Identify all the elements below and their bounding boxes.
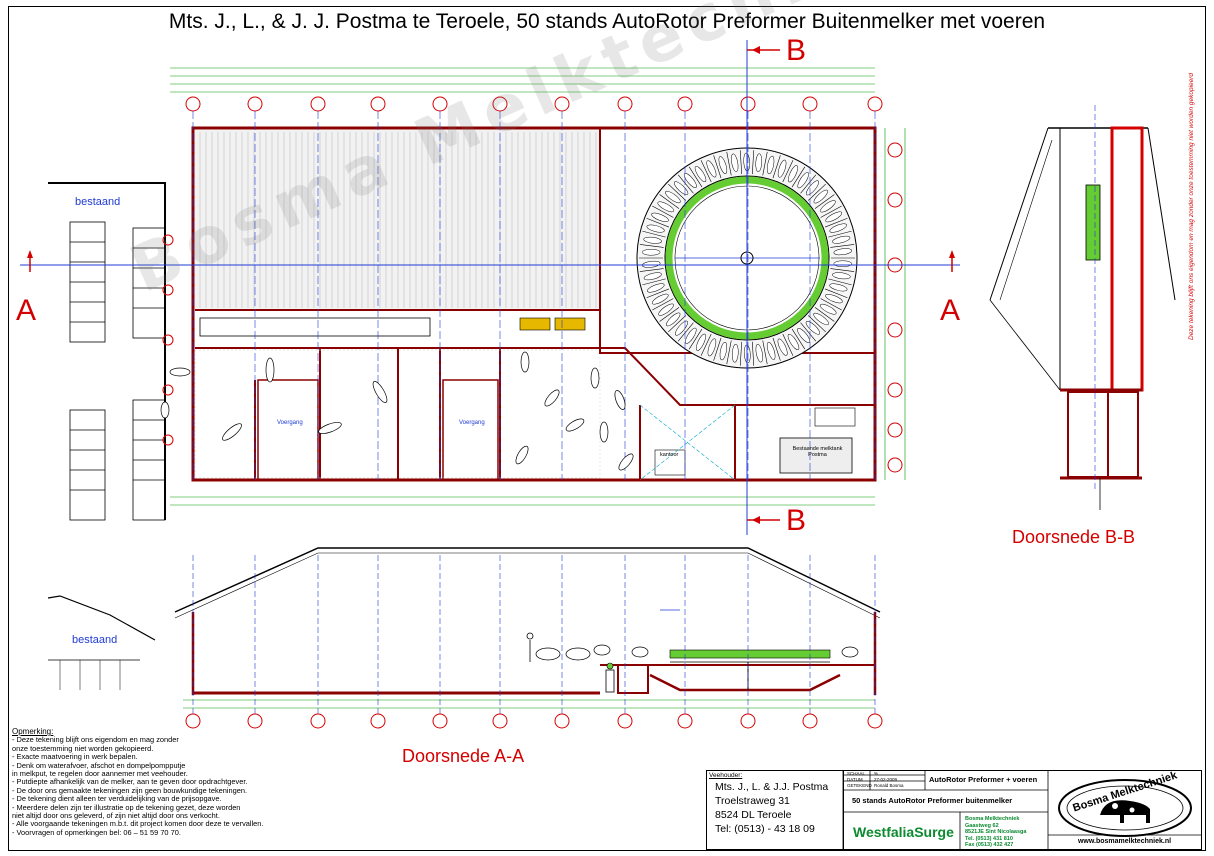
label-bestaand-section: bestaand xyxy=(72,634,118,646)
note-line: - Denk om waterafvoer, afschot en dompel… xyxy=(12,760,186,770)
section-marker-a-left: A xyxy=(16,294,37,327)
project-subtitle: 50 stands AutoRotor Preformer buitenmelk… xyxy=(852,796,1013,805)
note-line: - De tekening dient alleen ter verduidel… xyxy=(12,794,222,804)
section-label-bb: Doorsnede B-B xyxy=(1012,527,1136,547)
meta-labels: SCHAAL DATUM GETEKEND xyxy=(847,771,872,789)
notes-heading: Opmerking: xyxy=(12,727,54,736)
label-kantoor: kantoor xyxy=(660,452,679,458)
datum-value: 27-02-2009 xyxy=(874,777,898,782)
note-line: in melkput, te regelen door aannemer met… xyxy=(12,769,188,779)
dimension-chains xyxy=(170,67,906,709)
label-melktank: Bestaande melktank Postma xyxy=(792,446,843,458)
title-block: Veehouder: Mts. J., L. & J.J. Postma Tro… xyxy=(706,770,1202,851)
note-line: onze toestemming niet worden gekopieerd. xyxy=(12,743,154,753)
dealer-tel: Tel. (0513) 431 810 xyxy=(965,835,1013,842)
section-marker-a-right: A xyxy=(940,294,961,327)
cows-plan xyxy=(160,351,634,471)
note-line: - De door ons gemaakte tekeningen zijn g… xyxy=(12,785,248,795)
label-voergang-2: Voergang xyxy=(459,420,485,426)
notes-block: Opmerking: - Deze tekening blijft ons ei… xyxy=(12,727,312,837)
note-line: - Exacte maatvoering in werk bepalen. xyxy=(12,752,138,762)
owner-city: 8524 DL Teroele xyxy=(715,809,792,821)
owner-block: Veehouder: Mts. J., L. & J.J. Postma Tro… xyxy=(707,771,844,851)
meta-values: % 27-02-2009 Ronald Bosma xyxy=(874,771,904,789)
owner-street: Troelstraweg 31 xyxy=(715,795,790,807)
note-line: niet altijd door ons geleverd, of zijn n… xyxy=(12,811,220,821)
sheet-frame xyxy=(8,6,1206,851)
section-bb-drawing xyxy=(989,105,1176,510)
getekend-label: GETEKEND xyxy=(847,783,872,788)
note-line: - Putdiepte afhankelijk van de melker, a… xyxy=(12,777,248,787)
owner-phone: Tel: (0513) - 43 18 09 xyxy=(715,823,815,835)
owner-name: Mts. J., L. & J.J. Postma xyxy=(715,781,829,793)
label-voergang-1: Voergang xyxy=(277,420,303,426)
dealer-fax: Fax (0513) 432 427 xyxy=(965,842,1014,849)
side-copyright-note: Deze tekening blijft ons eigendom en mag… xyxy=(1188,72,1195,340)
bosma-logo xyxy=(1058,779,1192,837)
getekend-value: Ronald Bosma xyxy=(874,783,904,788)
label-bestaand-plan: bestaand xyxy=(75,196,121,208)
owner-label: Veehouder: xyxy=(709,772,743,779)
bosma-url: www.bosmamelktechniek.nl xyxy=(1077,838,1172,845)
project-title: AutoRotor Preformer + voeren xyxy=(929,775,1038,784)
section-aa-drawing xyxy=(47,547,881,714)
note-line: - Deze tekening blijft ons eigendom en m… xyxy=(12,735,179,745)
structural-grid xyxy=(192,111,876,480)
section-line-a xyxy=(20,250,960,272)
dealer-address: Bosma Melktechniek Gaastweg 62 8521JE Si… xyxy=(965,816,1026,849)
notes-lines: - Deze tekening blijft ons eigendom en m… xyxy=(12,735,312,837)
datum-label: DATUM xyxy=(847,777,863,782)
schaal-label: SCHAAL xyxy=(847,771,866,776)
note-line: - Voorvragen of opmerkingen bel: 06 – 51… xyxy=(12,827,181,837)
section-marker-b-bottom: B xyxy=(786,504,807,537)
note-line: - Alle voorgaande tekeningen m.b.t. dit … xyxy=(12,819,264,829)
dealer-name: Bosma Melktechniek xyxy=(965,816,1020,822)
section-line-b xyxy=(746,40,780,535)
westfalia-logo: WestfaliaSurge xyxy=(853,824,954,840)
section-label-aa: Doorsnede A-A xyxy=(402,746,525,766)
drawing-title: Mts. J., L., & J. J. Postma te Teroele, … xyxy=(168,10,1046,33)
note-line: - Meerdere delen zijn ter illustratie op… xyxy=(12,802,241,812)
schaal-value: % xyxy=(874,771,879,776)
grid-axis-markers-bottom xyxy=(185,713,883,729)
dealer-city: 8521JE Sint Nicolaasga xyxy=(965,829,1027,836)
section-marker-b-top: B xyxy=(786,34,807,67)
existing-barn-plan xyxy=(48,182,166,521)
dealer-street: Gaastweg 62 xyxy=(965,822,999,829)
